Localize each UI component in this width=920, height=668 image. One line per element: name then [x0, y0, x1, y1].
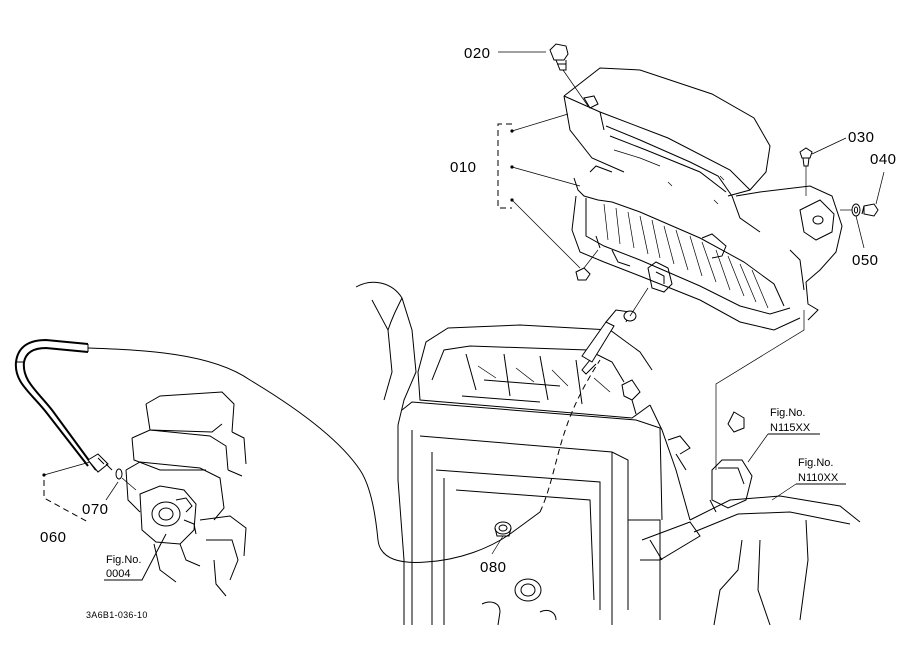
- label-010: 010: [450, 159, 477, 176]
- cable-routing-dashed: [539, 287, 649, 513]
- label-050: 050: [852, 252, 879, 269]
- transmission-housing: [125, 391, 247, 597]
- fig-ref-n115-code: N115XX: [770, 422, 811, 434]
- label-030: 030: [848, 129, 875, 146]
- fig-ref-n115-title: Fig.No.: [770, 407, 805, 419]
- fig-ref-0004-title: Fig.No.: [106, 554, 141, 566]
- label-020: 020: [464, 45, 491, 62]
- grommet-080: [494, 521, 512, 537]
- figure-references: Fig.No. N115XX Fig.No. N110XX Fig.No. 00…: [106, 407, 839, 580]
- part-labels: 020 010 030 040 050 070 060 080: [40, 45, 897, 576]
- meter-panel-assembly: [563, 67, 843, 331]
- leader-lines: [42, 51, 885, 581]
- label-060: 060: [40, 529, 67, 546]
- label-070: 070: [82, 501, 109, 518]
- label-040: 040: [870, 151, 897, 168]
- screw-lower: [575, 249, 599, 281]
- fig-ref-n110-title: Fig.No.: [798, 457, 833, 469]
- fig-ref-n110-code: N110XX: [798, 472, 839, 484]
- drawing-code: 3A6B1-036-10: [86, 610, 148, 620]
- bolt-020: [549, 43, 599, 109]
- fig-ref-0004-code: 0004: [106, 568, 130, 580]
- dashboard-frame: [355, 281, 861, 626]
- bolt-040-washer-050: [840, 203, 879, 217]
- label-080: 080: [480, 559, 507, 576]
- screw-030: [799, 147, 813, 196]
- speedometer-cable: [14, 338, 541, 563]
